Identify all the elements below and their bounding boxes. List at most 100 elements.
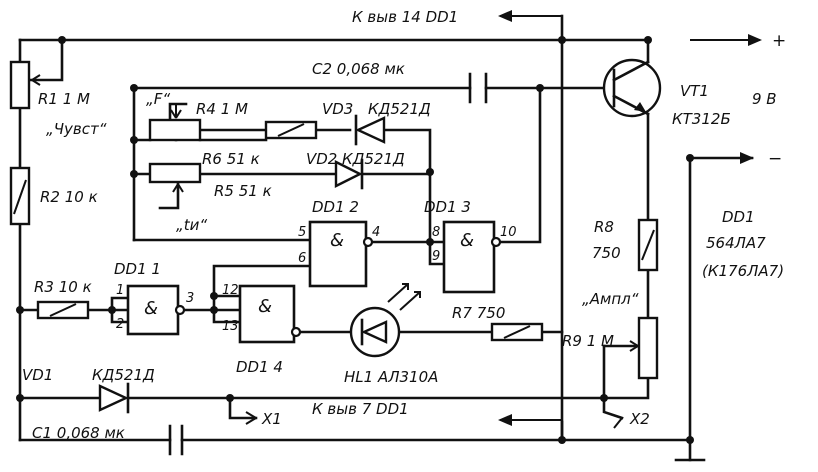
- vt1-transistor: [602, 58, 662, 118]
- r6-hatch: [277, 123, 305, 137]
- chip-alt-label: (К176ЛА7): [702, 262, 784, 280]
- dd1-3-pin-10: 10: [500, 225, 517, 240]
- vd1-symbol-icon: [98, 384, 129, 412]
- r5-label: R5 51 к: [214, 182, 272, 200]
- dd1-4-bubble: [290, 326, 302, 338]
- junction-dot: [58, 36, 66, 44]
- dd1-2-input-6: [212, 264, 312, 298]
- junction-dot: [426, 238, 434, 246]
- r2-hatch: [13, 179, 27, 215]
- r2-label: R2 10 к: [40, 188, 98, 206]
- r9-name-label: „Ампл“: [582, 290, 639, 308]
- hl1-label: HL1 АЛ310А: [344, 368, 438, 386]
- supply-voltage-label: 9 В: [752, 90, 777, 108]
- vd3-label: VD3: [322, 100, 353, 118]
- r8-value-label: 750: [592, 244, 621, 262]
- x1-arrow-icon: [245, 411, 257, 425]
- dd1-1-label: DD1 1: [114, 260, 161, 278]
- plus-arrow-icon: [748, 34, 762, 46]
- vd1-type-label: КД521Д: [92, 366, 155, 384]
- arrow-7-head-icon: [498, 414, 512, 426]
- hl1-symbol-icon: [361, 320, 388, 344]
- junction-dot: [558, 436, 566, 444]
- junction-dot: [226, 394, 234, 402]
- junction-dot: [130, 84, 138, 92]
- r1-wiper-wire: [28, 38, 64, 82]
- chip-type-label: 564ЛА7: [706, 234, 766, 252]
- junction-dot: [130, 170, 138, 178]
- vd2-symbol-icon: [334, 160, 363, 188]
- r9-body: [637, 316, 659, 380]
- vd3-symbol-icon: [355, 116, 386, 144]
- r3-label: R3 10 к: [34, 278, 92, 296]
- junction-dot: [108, 306, 116, 314]
- resistors: [9, 60, 659, 380]
- junctions: [16, 36, 694, 444]
- dd1-2-pin-6: 6: [298, 251, 306, 266]
- r7-hatch: [503, 325, 531, 339]
- dd1-1-pin-2: 2: [116, 317, 124, 332]
- vt1-type-label: КТ312Б: [672, 110, 731, 128]
- dd1-2-bubble: [362, 236, 374, 248]
- r8-ref-label: R8: [594, 218, 614, 236]
- x2-label: X2: [629, 410, 650, 428]
- c1-label: С1 0,068 мк: [32, 424, 125, 442]
- vt1-body: [602, 58, 662, 118]
- junction-dot: [16, 394, 24, 402]
- dd1-1-pin-3: 3: [186, 291, 194, 306]
- r5-wiper-arrow-icon: [172, 182, 184, 193]
- dd1-2-label: DD1 2: [312, 198, 359, 216]
- vt1-ref-label: VT1: [680, 82, 709, 100]
- r1-body: [9, 60, 31, 110]
- labels: К выв 14 DD1 К выв 7 DD1 + − 9 В DD1 564…: [22, 8, 786, 442]
- top-connection-label: К выв 14 DD1: [352, 8, 458, 26]
- r3-hatch: [49, 303, 77, 317]
- r9-wiper-arrow-icon: [626, 340, 639, 352]
- junction-dot: [686, 436, 694, 444]
- minus-terminal-label: −: [768, 149, 782, 169]
- r5-body: [148, 162, 202, 184]
- r1-wiper-arrow-icon: [31, 74, 44, 86]
- c2-label: С2 0,068 мк: [312, 60, 405, 78]
- dd1-2-pin-4: 4: [372, 225, 380, 240]
- led-ray-icon: [399, 291, 421, 311]
- vt1-emitter-arrow-icon: [634, 102, 646, 112]
- dd1-4-gate: [238, 284, 296, 344]
- vd2-label: VD2: [306, 150, 337, 168]
- dd1-3-bubble: [490, 236, 502, 248]
- r7-label: R7 750: [452, 304, 505, 322]
- dd1-2-gate: [308, 220, 368, 288]
- dd1-1-bubble: [174, 304, 186, 316]
- x1-label: X1: [261, 410, 282, 428]
- dd1-4-pin-13: 13: [222, 319, 239, 334]
- vd1-label: VD1: [22, 366, 53, 384]
- x1-lead: [228, 396, 258, 420]
- bottom-connection-label: К выв 7 DD1: [312, 400, 409, 418]
- led-ray-icon: [387, 283, 409, 303]
- junction-dot: [130, 136, 138, 144]
- r5-wiper-wire: [158, 180, 180, 210]
- r8-hatch: [641, 229, 655, 261]
- junction-dot: [644, 36, 652, 44]
- dd1-2-pin-5: 5: [298, 225, 306, 240]
- c2-plates: [468, 72, 488, 104]
- r6-label: R6 51 к: [202, 150, 260, 168]
- r1-name-label: „Чувст“: [46, 120, 107, 138]
- r4-pot-wiper: [168, 102, 188, 122]
- vt1-collector: [612, 60, 650, 82]
- dd1-3-symbol: &: [460, 230, 474, 251]
- r4-label: R4 1 М: [196, 100, 248, 118]
- r4-body: [148, 118, 202, 142]
- dd1-4-label: DD1 4: [236, 358, 283, 376]
- dd1-4-pin-12: 12: [222, 283, 239, 298]
- junction-dot: [16, 306, 24, 314]
- dd1-3-output: [496, 86, 542, 244]
- logic-gates: & 1 2 3 DD1 1 & 12 13 DD1 4 & 5 6 4 DD1 …: [114, 198, 517, 376]
- dd1-4-symbol: &: [258, 296, 272, 317]
- vd3-type-label: КД521Д: [368, 100, 431, 118]
- r4-name-label: „F“: [146, 90, 170, 108]
- junction-dot: [558, 36, 566, 44]
- junction-dot: [210, 292, 218, 300]
- junction-dot: [536, 84, 544, 92]
